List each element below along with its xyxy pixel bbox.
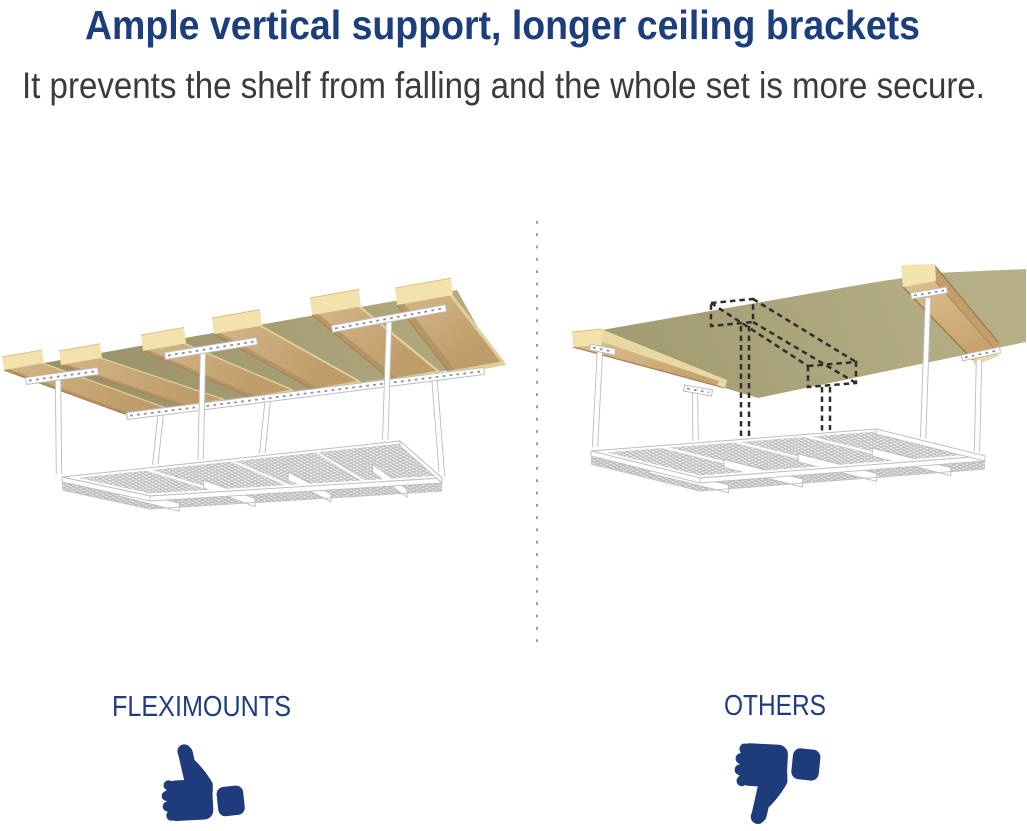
svg-text:FLEXIMOUNTS: FLEXIMOUNTS <box>112 691 291 723</box>
svg-text:OTHERS: OTHERS <box>724 690 826 722</box>
svg-text:It prevents the shelf from fal: It prevents the shelf from falling and t… <box>22 65 985 106</box>
svg-text:Ample vertical support, longer: Ample vertical support, longer ceiling b… <box>85 2 920 48</box>
